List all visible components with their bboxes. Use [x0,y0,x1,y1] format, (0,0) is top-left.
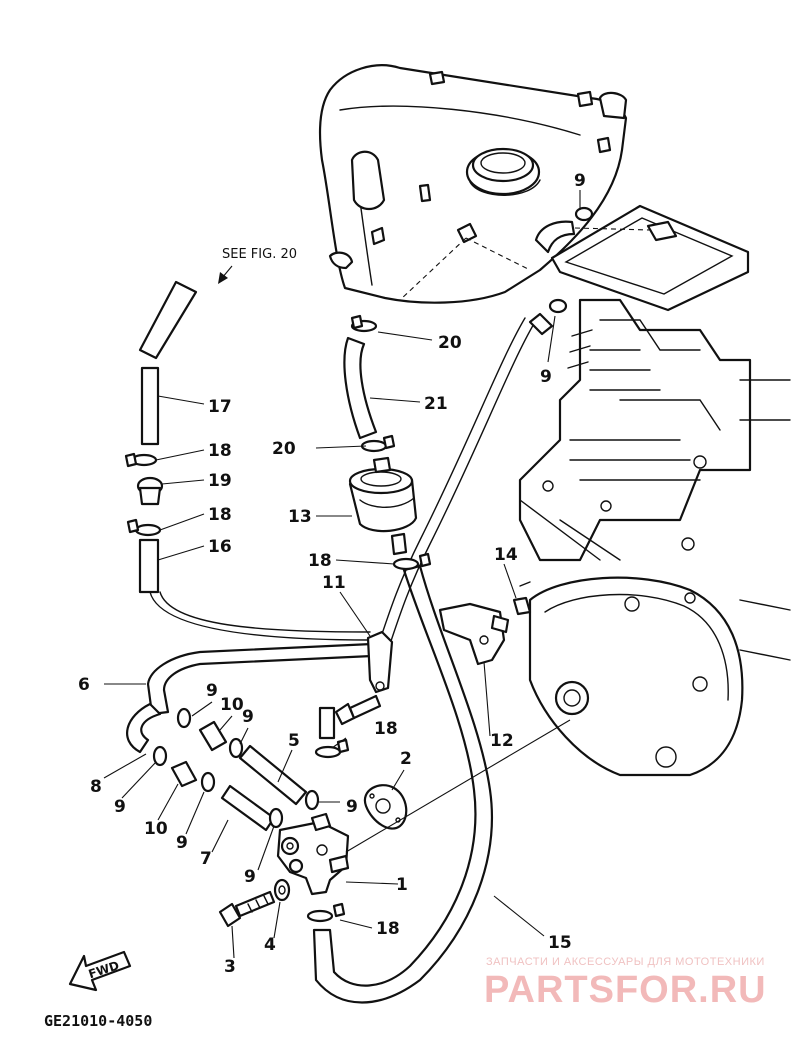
callout-9-lower: 9 [176,833,188,853]
callout-9-upper-right: 9 [242,707,254,727]
callout-9-bottom: 9 [244,867,256,887]
callout-19: 19 [208,471,232,491]
fuel-cock-1 [276,812,350,896]
callout-8: 8 [90,777,102,797]
vent-hose-end [528,312,554,336]
vent-hose [534,220,576,254]
callout-labels: 9 20 21 9 17 18 19 18 16 13 20 18 11 14 … [78,171,586,977]
watermark-tagline: ЗАПЧАСТИ И АКСЕССУАРЫ ДЛЯ МОТОТЕХНИКИ [486,956,765,968]
callout-18-bottom: 18 [376,919,400,939]
callout-9-left: 9 [114,797,126,817]
see-figure-reference: SEE FIG. 20 [218,247,297,284]
clip-11 [334,630,394,726]
callout-9-tank-vent: 9 [574,171,586,191]
callout-20-lower: 20 [272,439,296,459]
hose-stub [318,706,336,740]
callout-14: 14 [494,545,518,565]
hose-15 [312,564,494,1004]
leader-lines [103,190,581,959]
watermark-logo: ЗАПЧАСТИ И АКСЕССУАРЫ ДЛЯ МОТОТЕХНИКИ PA… [484,956,767,1011]
callout-10-lower: 10 [144,819,168,839]
callout-21: 21 [424,394,448,414]
clamps [124,206,594,923]
callout-11: 11 [322,573,346,593]
callout-2: 2 [400,749,412,769]
callout-16: 16 [208,537,232,557]
union-19 [136,476,164,506]
callout-13: 13 [288,507,312,527]
hose-8 [126,702,162,754]
callout-15: 15 [548,933,572,953]
callout-20-upper: 20 [438,333,462,353]
callout-9-cock: 9 [346,797,358,817]
watermark-brand: PARTSFOR.RU [484,969,767,1011]
hose-7 [220,784,276,832]
callout-18-filter: 18 [308,551,332,571]
callout-4: 4 [264,935,276,955]
callout-1: 1 [396,875,408,895]
callout-12: 12 [490,731,514,751]
reference-note: SEE FIG. 20 [222,247,297,262]
hose-21 [343,336,378,440]
callout-5: 5 [288,731,300,751]
callout-10-upper: 10 [220,695,244,715]
callout-17: 17 [208,397,232,417]
breather-hose-11 [149,317,536,645]
forward-arrow-icon: FWD [68,950,132,992]
callout-7: 7 [200,849,212,869]
callout-6: 6 [78,675,90,695]
fwd-label: FWD [87,958,121,981]
bracket-12 [438,602,510,666]
hose-6 [146,642,374,716]
hose-5 [238,744,308,806]
bolt-3 [218,890,276,928]
washer-4 [273,878,291,902]
hose-16 [138,538,160,594]
engine-assembly [512,204,791,777]
hose-17 [138,280,198,446]
fitting-10-upper [198,720,228,752]
figure-code: GE21010-4050 [44,1012,152,1030]
fitting-10-lower [170,760,198,788]
callout-3: 3 [224,957,236,977]
callout-18-upper: 18 [208,441,232,461]
fuel-filter-13 [348,456,418,556]
callout-9-upper-left: 9 [206,681,218,701]
callout-9-breather: 9 [540,367,552,387]
callout-18-clip: 18 [374,719,398,739]
gasket-2 [363,784,408,830]
callout-18-mid: 18 [208,505,232,525]
